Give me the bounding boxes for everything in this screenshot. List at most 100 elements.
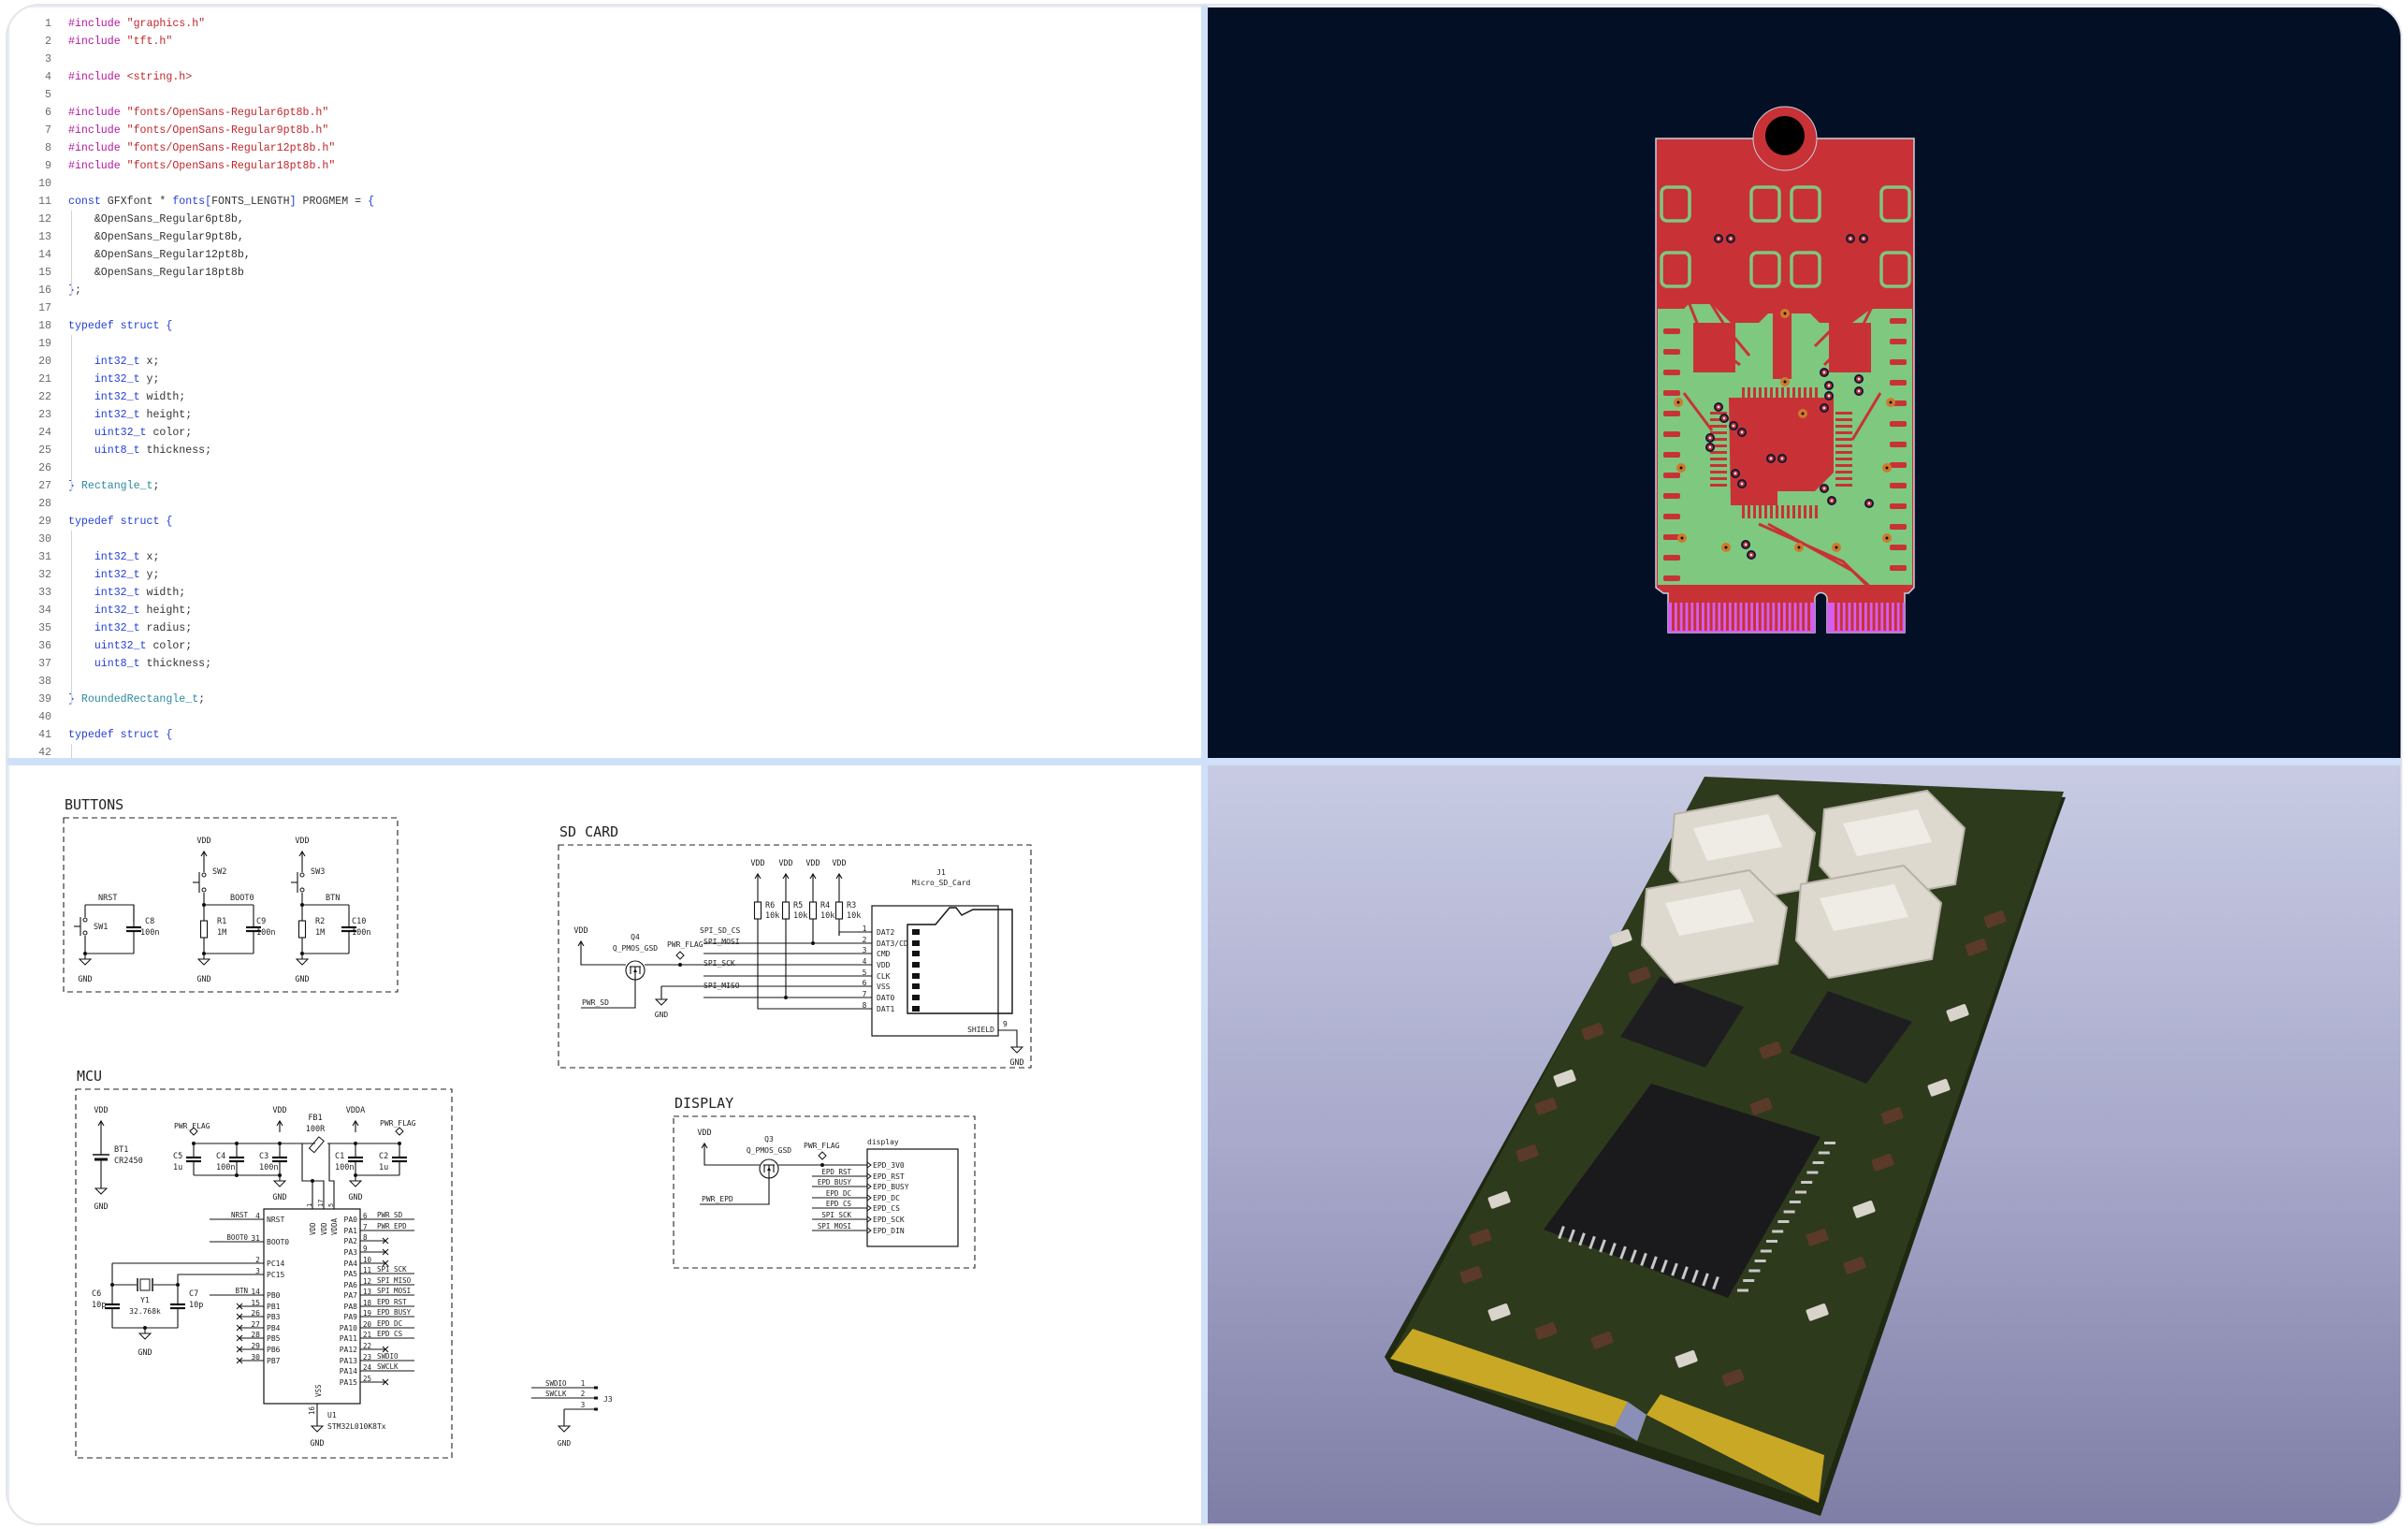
net-label: EPD_CS (826, 1200, 852, 1208)
code-token (121, 160, 127, 172)
chip-lead-3d (1640, 1252, 1647, 1266)
ferrite-bead-symbol (308, 1136, 325, 1154)
3d-board-render[interactable] (1208, 765, 2401, 1523)
code-token (68, 373, 94, 386)
power-arrow-icon (200, 850, 208, 857)
line-number: 37 (38, 658, 51, 670)
code-token: ; (74, 284, 81, 297)
pin-number: 4 (255, 1212, 260, 1220)
chip-lead-3d (1609, 1243, 1617, 1257)
ic-pin-pad (1742, 387, 1745, 400)
smd-pad (1890, 462, 1907, 468)
pcb-layout-canvas[interactable] (1208, 7, 2401, 758)
3d-view-panel[interactable] (1208, 765, 2401, 1523)
no-connect-icon (382, 1248, 389, 1256)
pin-number: 9 (363, 1245, 368, 1253)
pin-number: 13 (363, 1288, 371, 1296)
edge-finger (1699, 595, 1702, 631)
edge-finger (1850, 595, 1854, 631)
schematic-label: Y1 (140, 1296, 150, 1304)
code-editor-panel[interactable]: 1#include "graphics.h"2#include "tft.h"3… (9, 7, 1201, 758)
schematic-label: GND (348, 1193, 362, 1202)
pin-name: PA15 (340, 1378, 357, 1387)
smd-component-3d (1946, 1004, 1969, 1022)
pin-number: 3 (255, 1267, 260, 1275)
ic-pin-pad (1710, 418, 1727, 421)
pin-number: 5 (327, 1203, 335, 1207)
code-text: #include "graphics.h" (68, 15, 205, 33)
smd-component-3d (1628, 967, 1651, 984)
pin-name: EPD_DC (873, 1194, 900, 1202)
code-text: } RoundedRectangle_t; (68, 691, 205, 708)
mcu-copper-area (1729, 398, 1834, 505)
line-number: 23 (38, 409, 51, 421)
power-label: VDD (778, 859, 792, 868)
pin-number: 2 (863, 936, 867, 944)
schematic-canvas[interactable]: BUTTONSGNDNRSTSW1C8100nVDDGNDSW2R11MBOOT… (9, 765, 1201, 1523)
via-hole (1769, 457, 1773, 460)
net-label: PWR_SD (377, 1211, 403, 1219)
edge-finger (1763, 595, 1767, 631)
ic-pin-pad (1835, 418, 1852, 421)
pin-name: PA1 (344, 1227, 358, 1235)
net-label: SPI_MOSI (704, 938, 740, 946)
code-token: FONTS_LENGTH (211, 196, 290, 208)
chip-lead-3d (1806, 1171, 1819, 1174)
power-label: VDD (697, 1129, 711, 1138)
code-token: Rectangle_t (80, 480, 153, 492)
code-token: int32_t (94, 569, 140, 581)
mounting-hole (1765, 116, 1805, 155)
sd-contact-pad (912, 962, 920, 968)
junction-dot (311, 1179, 314, 1183)
via-hole (1722, 416, 1726, 420)
sd-contact-pad (912, 929, 920, 935)
line-number: 39 (38, 693, 51, 706)
net-label: SPI_SCK (821, 1211, 851, 1219)
code-text: const GFXfont * fonts[FONTS_LENGTH] PROG… (68, 193, 374, 211)
ic-pin-pad (1781, 387, 1784, 400)
pwr-flag-symbol (675, 951, 685, 960)
schematic-label: 100n (140, 928, 159, 938)
code-token: int32_t (94, 409, 140, 421)
chip-lead-3d (1783, 1210, 1795, 1214)
code-token: &OpenSans_Regular9pt8b, (68, 231, 244, 243)
pin-number: 23 (363, 1353, 371, 1362)
code-token: int32_t (94, 373, 140, 386)
ic-pin-pad (1742, 505, 1745, 518)
edge-finger (1780, 595, 1783, 631)
ic-pin-pad (1764, 505, 1767, 518)
code-text: #include <string.h> (68, 68, 192, 86)
smd-pad (1663, 390, 1680, 396)
sheet-section-box (673, 1115, 976, 1269)
chip-lead-3d (1748, 1269, 1761, 1273)
edge-finger (1715, 595, 1719, 631)
schematic-label: Q_PMOS_GSD (613, 944, 658, 953)
via-hole (1740, 430, 1744, 434)
code-token: #include (68, 124, 121, 137)
pin-name: PB7 (267, 1357, 281, 1365)
code-token: height; (139, 409, 193, 421)
code-text: int32_t x; (68, 548, 160, 566)
net-label: BOOT0 (226, 1233, 248, 1242)
vertical-splitter[interactable] (1201, 6, 1208, 1523)
net-label: SPI_SCK (377, 1265, 407, 1274)
ic-pin-pad (1835, 458, 1852, 460)
ic-pin-pad (1710, 431, 1727, 434)
ic-pin-pad (1764, 387, 1767, 400)
wire (700, 1178, 770, 1205)
pin-number: 30 (251, 1353, 260, 1362)
resistor-symbol (753, 901, 762, 920)
code-token (68, 427, 94, 439)
sd-contact-pad (912, 940, 920, 946)
wire (581, 980, 636, 1009)
sd-contact-pad (912, 1006, 920, 1012)
pin-name: VDD (877, 961, 891, 969)
schematic-label: 1u (379, 1163, 388, 1172)
wire (111, 1263, 137, 1286)
smd-component-3d (1871, 1154, 1894, 1172)
net-label: BTN (235, 1287, 248, 1295)
pcb-layout-panel[interactable] (1208, 7, 2401, 758)
edge-finger (1688, 595, 1691, 631)
smd-component-3d (1534, 1098, 1558, 1115)
